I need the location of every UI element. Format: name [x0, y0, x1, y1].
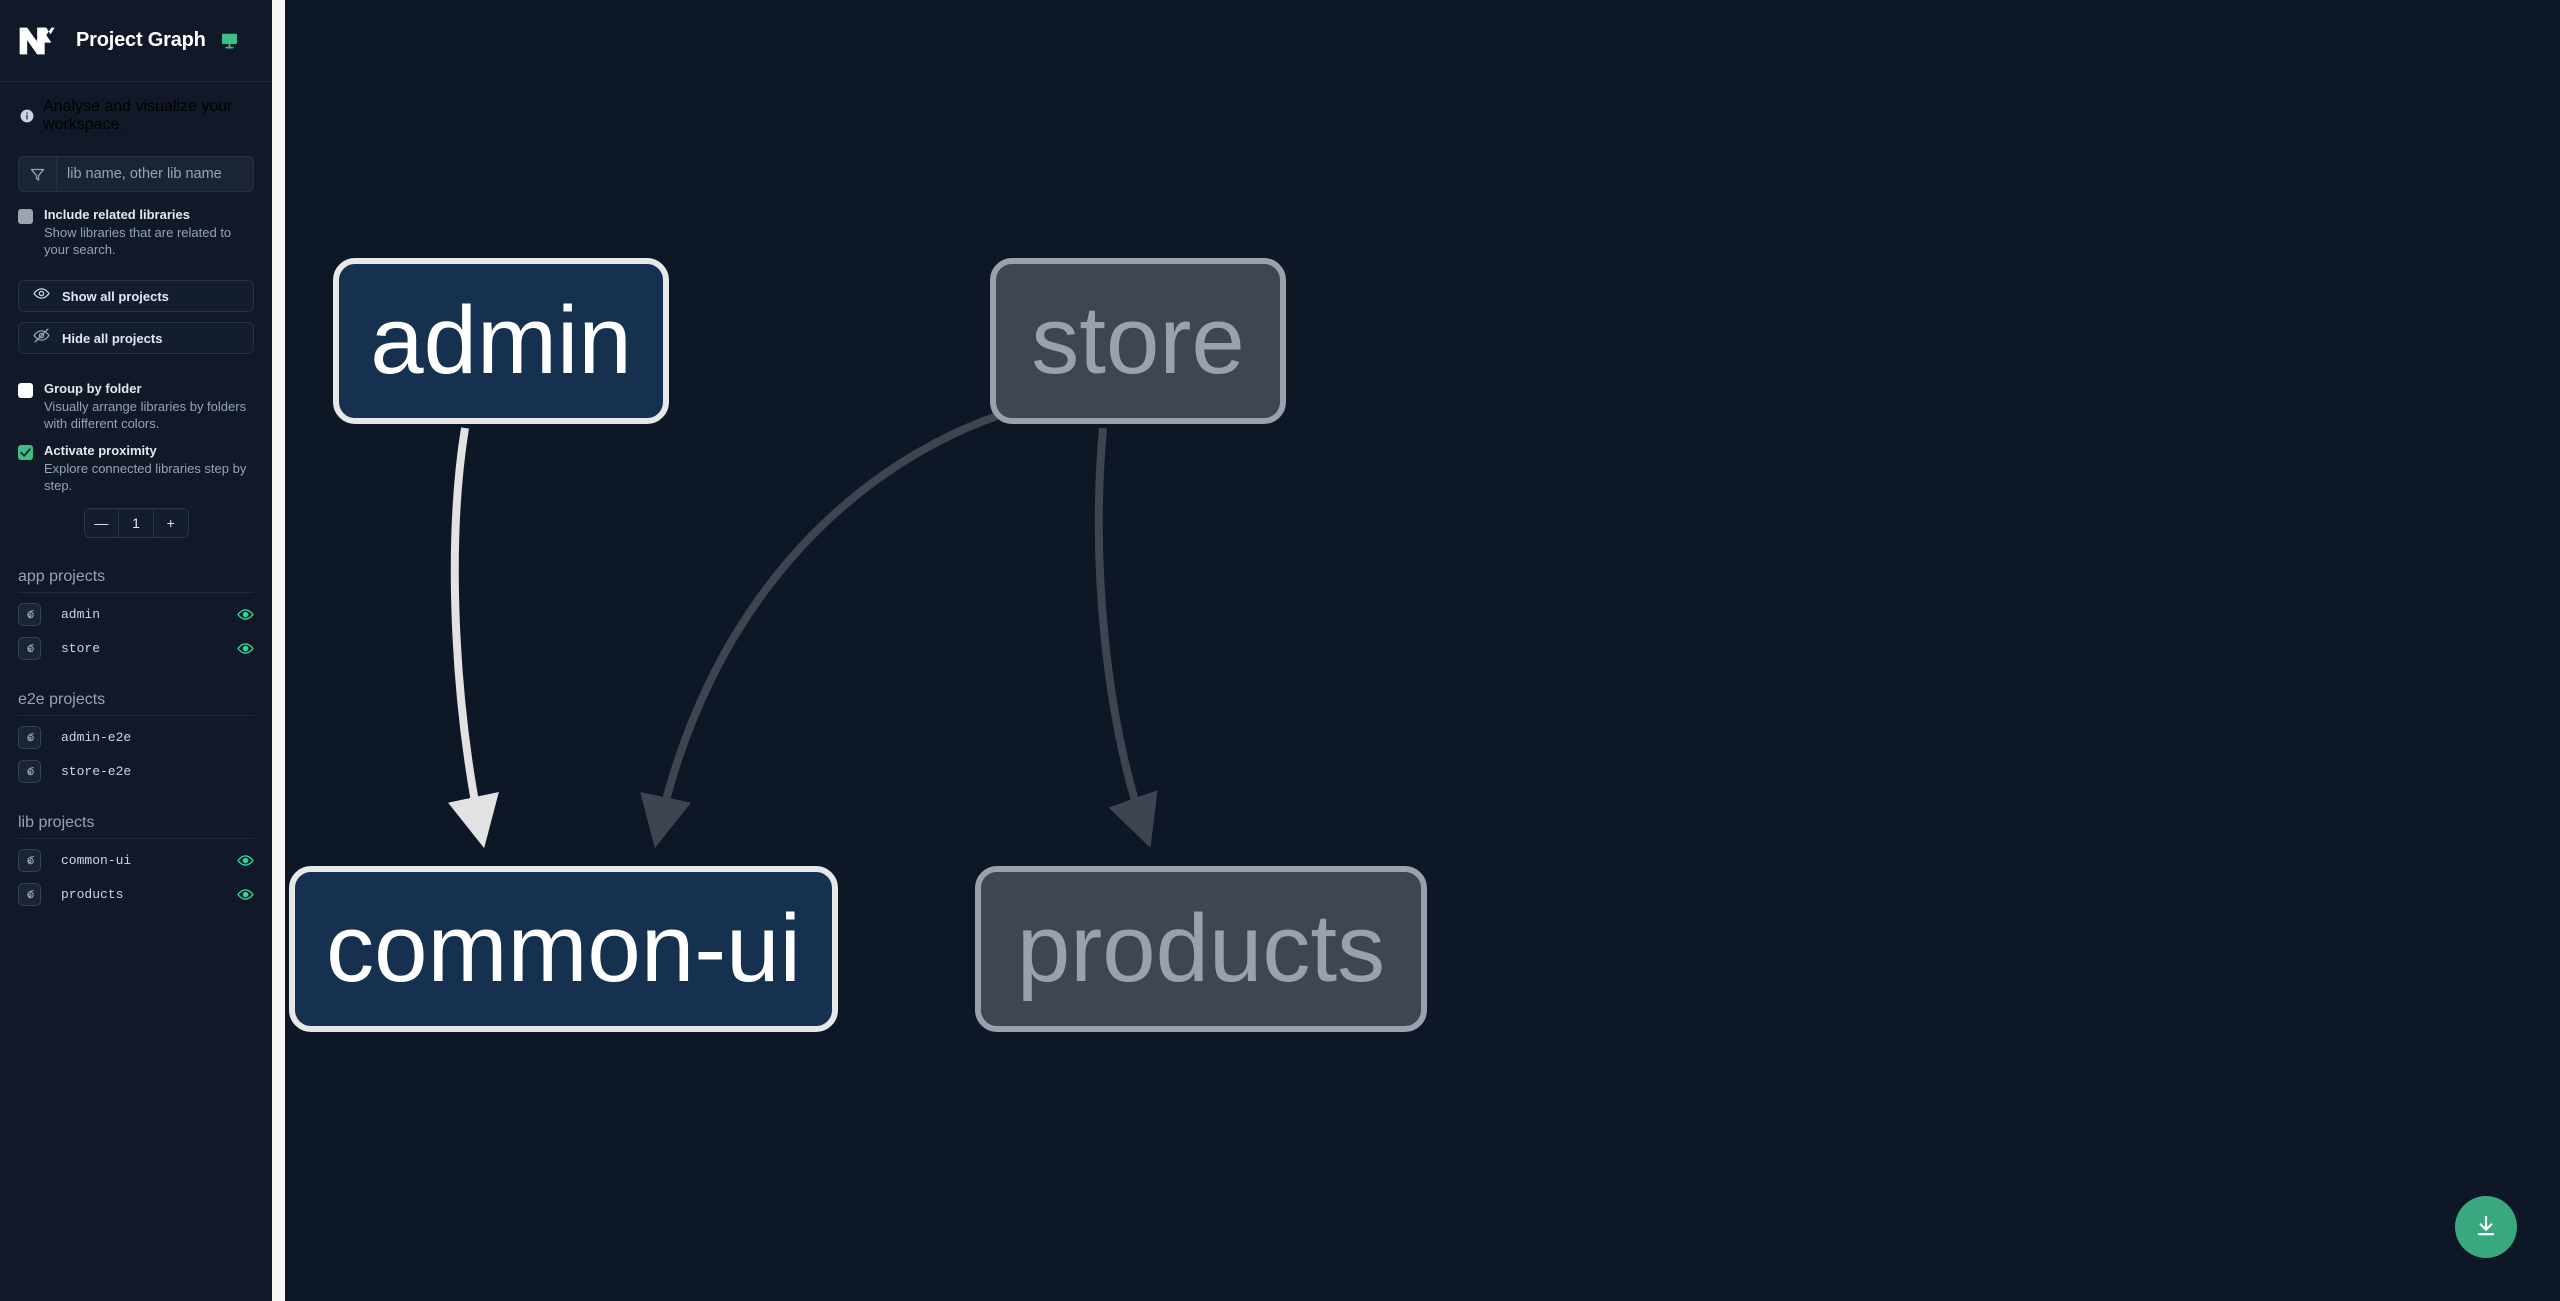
project-name: products: [61, 886, 124, 902]
eye-icon: [33, 285, 50, 307]
project-row-admin[interactable]: admin: [18, 601, 254, 627]
project-visibility-toggle[interactable]: [237, 886, 254, 903]
edge-admin-to-common-ui: [448, 427, 499, 849]
eye-off-icon: [33, 327, 50, 349]
project-row-store[interactable]: store: [18, 635, 254, 661]
graph-edges: [448, 412, 1158, 849]
edge-store-to-common-ui: [640, 412, 999, 849]
sidebar-header: Project Graph: [0, 0, 272, 82]
filter-icon: [19, 157, 57, 191]
option-description: Visually arrange libraries by folders wi…: [44, 399, 247, 431]
project-icon: [18, 636, 41, 660]
group-heading-e2e-projects: e2e projects: [18, 691, 254, 716]
show-all-projects-button[interactable]: Show all projects: [18, 280, 254, 312]
search-box[interactable]: [18, 156, 254, 192]
graph-node-store[interactable]: store: [990, 258, 1286, 424]
graph-node-label: common-ui: [326, 895, 801, 1002]
show-all-projects-label: Show all projects: [62, 288, 169, 304]
project-row-store-e2e[interactable]: store-e2e: [18, 758, 254, 784]
project-icon: [18, 725, 41, 749]
download-icon: [2473, 1213, 2499, 1242]
project-name: common-ui: [61, 852, 132, 868]
graph-node-admin[interactable]: admin: [333, 258, 669, 424]
graph-node-label: admin: [370, 287, 632, 394]
option-description: Show libraries that are related to your …: [44, 225, 232, 257]
option-activate-proximity[interactable]: Activate proximity Explore connected lib…: [0, 432, 272, 494]
project-name: admin: [61, 606, 101, 622]
search-input[interactable]: [57, 157, 253, 191]
option-title: Group by folder: [44, 381, 142, 396]
sidebar: Project Graph Analyse and visualize your…: [0, 0, 272, 1301]
hide-all-projects-button[interactable]: Hide all projects: [18, 322, 254, 354]
graph-canvas[interactable]: admin store common-ui products: [285, 0, 2560, 1301]
nx-logo: [18, 24, 58, 58]
project-visibility-toggle[interactable]: [237, 852, 254, 869]
sidebar-resize-handle[interactable]: [272, 0, 285, 1301]
activate-proximity-checkbox[interactable]: [18, 445, 33, 460]
group-heading-app-projects: app projects: [18, 568, 254, 593]
edge-store-to-products: [1094, 427, 1158, 848]
project-row-admin-e2e[interactable]: admin-e2e: [18, 724, 254, 750]
graph-node-common-ui[interactable]: common-ui: [289, 866, 838, 1032]
download-graph-button[interactable]: [2455, 1196, 2517, 1258]
project-visibility-toggle[interactable]: [237, 640, 254, 657]
page-title: Project Graph: [76, 29, 206, 51]
option-include-related-libraries[interactable]: Include related libraries Show libraries…: [0, 192, 272, 258]
info-icon: [20, 109, 34, 123]
project-name: store-e2e: [61, 763, 132, 779]
graph-node-products[interactable]: products: [975, 866, 1427, 1032]
tagline: Analyse and visualize your workspace.: [0, 82, 272, 144]
option-description: Explore connected libraries step by step…: [44, 461, 247, 493]
proximity-value: 1: [118, 509, 153, 537]
tagline-text: Analyse and visualize your workspace.: [43, 98, 233, 133]
project-icon: [18, 882, 41, 906]
project-visibility-toggle[interactable]: [237, 606, 254, 623]
hide-all-projects-label: Hide all projects: [62, 330, 163, 346]
project-icon: [18, 602, 41, 626]
proximity-decrement-button[interactable]: —: [84, 509, 119, 537]
group-by-folder-checkbox[interactable]: [18, 383, 33, 398]
group-heading-lib-projects: lib projects: [18, 814, 254, 839]
include-related-libraries-checkbox[interactable]: [18, 209, 33, 224]
option-group-by-folder[interactable]: Group by folder Visually arrange librari…: [0, 354, 272, 432]
option-title: Activate proximity: [44, 443, 157, 458]
monitor-icon[interactable]: [220, 31, 239, 50]
project-row-products[interactable]: products: [18, 881, 254, 907]
project-name: store: [61, 640, 101, 656]
project-name: admin-e2e: [61, 729, 132, 745]
proximity-stepper[interactable]: — 1 +: [83, 508, 189, 538]
project-icon: [18, 759, 41, 783]
project-row-common-ui[interactable]: common-ui: [18, 847, 254, 873]
option-title: Include related libraries: [44, 207, 190, 222]
proximity-increment-button[interactable]: +: [152, 509, 188, 537]
graph-node-label: products: [1016, 895, 1386, 1002]
project-icon: [18, 848, 41, 872]
graph-node-label: store: [1031, 287, 1245, 394]
